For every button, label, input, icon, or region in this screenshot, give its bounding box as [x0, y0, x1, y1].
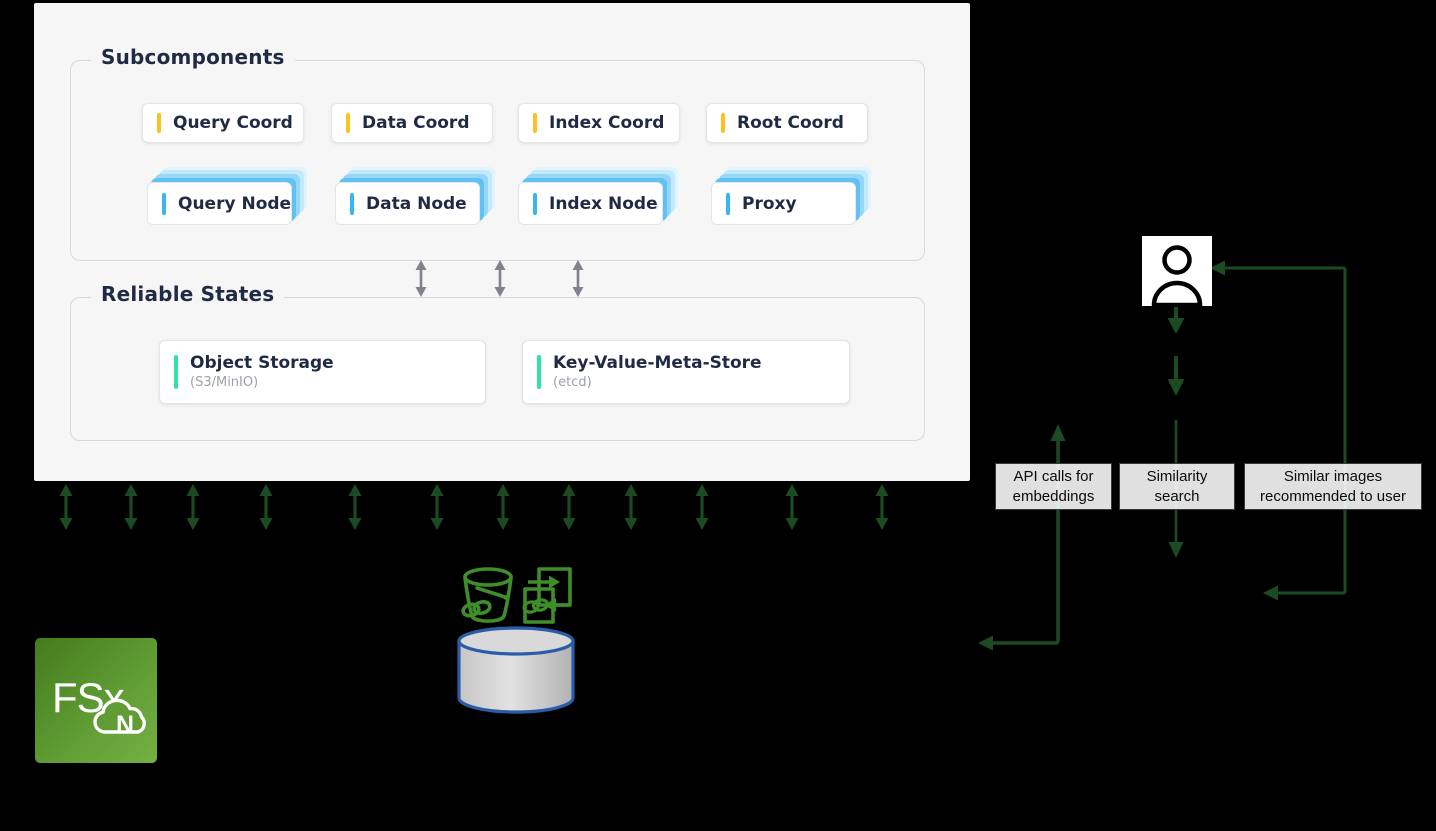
bidirectional-arrow-icon	[496, 484, 510, 530]
bidirectional-arrow-icon	[124, 484, 138, 530]
coord-accent-bar	[346, 113, 350, 133]
storage-volume-cylinder-icon	[457, 626, 575, 714]
gray-double-arrow-icon	[494, 260, 506, 297]
index-coord-label: Index Coord	[549, 113, 665, 133]
fsx-ontap-logo: FSx N	[35, 638, 157, 763]
query-node-label: Query Node	[178, 193, 292, 214]
panel-to-storage-arrows	[0, 483, 970, 533]
flow-label-api-calls: API calls for embeddings	[995, 463, 1112, 510]
subcomponents-group: Subcomponents Query Coord Data Coord Ind…	[70, 45, 925, 261]
root-coord-card: Root Coord	[706, 103, 868, 143]
bidirectional-arrow-icon	[348, 484, 362, 530]
gray-double-arrow-icon	[572, 260, 584, 297]
flow-label-similar-images: Similar images recommended to user	[1244, 463, 1422, 510]
object-storage-label: Object Storage	[190, 353, 334, 374]
query-node-card: Query Node	[147, 182, 292, 225]
root-coord-label: Root Coord	[737, 113, 844, 133]
bidirectional-arrow-icon	[59, 484, 73, 530]
s3-bucket-link-icon	[461, 567, 513, 623]
data-node-label: Data Node	[366, 193, 467, 214]
flow-label-similarity-search: Similarity search	[1119, 463, 1235, 510]
bidirectional-arrow-icon	[785, 484, 799, 530]
state-accent-bar	[537, 355, 541, 389]
bidirectional-arrow-icon	[259, 484, 273, 530]
bidirectional-arrow-icon	[562, 484, 576, 530]
bidirectional-arrow-icon	[875, 484, 889, 530]
node-accent-bar	[350, 192, 354, 215]
node-accent-bar	[726, 192, 730, 215]
bidirectional-arrow-icon	[430, 484, 444, 530]
proxy-label: Proxy	[742, 193, 797, 214]
node-accent-bar	[533, 192, 537, 215]
reliable-states-title: Reliable States	[91, 282, 285, 306]
coord-accent-bar	[721, 113, 725, 133]
bidirectional-arrow-icon	[695, 484, 709, 530]
object-storage-card: Object Storage (S3/MinIO)	[159, 340, 486, 404]
netapp-cloud-letter: N	[116, 711, 135, 739]
data-node-card: Data Node	[335, 182, 480, 225]
coord-accent-bar	[157, 113, 161, 133]
data-coord-card: Data Coord	[331, 103, 493, 143]
index-node-label: Index Node	[549, 193, 658, 214]
milvus-cluster-panel: Subcomponents Query Coord Data Coord Ind…	[34, 3, 970, 481]
kv-meta-store-label: Key-Value-Meta-Store	[553, 353, 762, 374]
query-coord-card: Query Coord	[142, 103, 304, 143]
query-coord-label: Query Coord	[173, 113, 293, 133]
bidirectional-arrow-icon	[624, 484, 638, 530]
node-accent-bar	[162, 192, 166, 215]
kv-meta-store-sublabel: (etcd)	[553, 374, 592, 390]
subcomponents-title: Subcomponents	[91, 45, 295, 69]
netapp-cloud-icon	[93, 698, 146, 734]
coord-accent-bar	[533, 113, 537, 133]
gray-double-arrow-icon	[415, 260, 427, 297]
proxy-card: Proxy	[711, 182, 856, 225]
data-coord-label: Data Coord	[362, 113, 470, 133]
state-accent-bar	[174, 355, 178, 389]
reliable-states-group: Reliable States Object Storage (S3/MinIO…	[70, 282, 925, 441]
bucket-replication-icon	[522, 567, 572, 624]
user-icon	[1142, 236, 1212, 306]
bidirectional-arrow-icon	[186, 484, 200, 530]
index-node-card: Index Node	[518, 182, 663, 225]
kv-meta-store-card: Key-Value-Meta-Store (etcd)	[522, 340, 850, 404]
index-coord-card: Index Coord	[518, 103, 680, 143]
object-storage-sublabel: (S3/MinIO)	[190, 374, 259, 390]
